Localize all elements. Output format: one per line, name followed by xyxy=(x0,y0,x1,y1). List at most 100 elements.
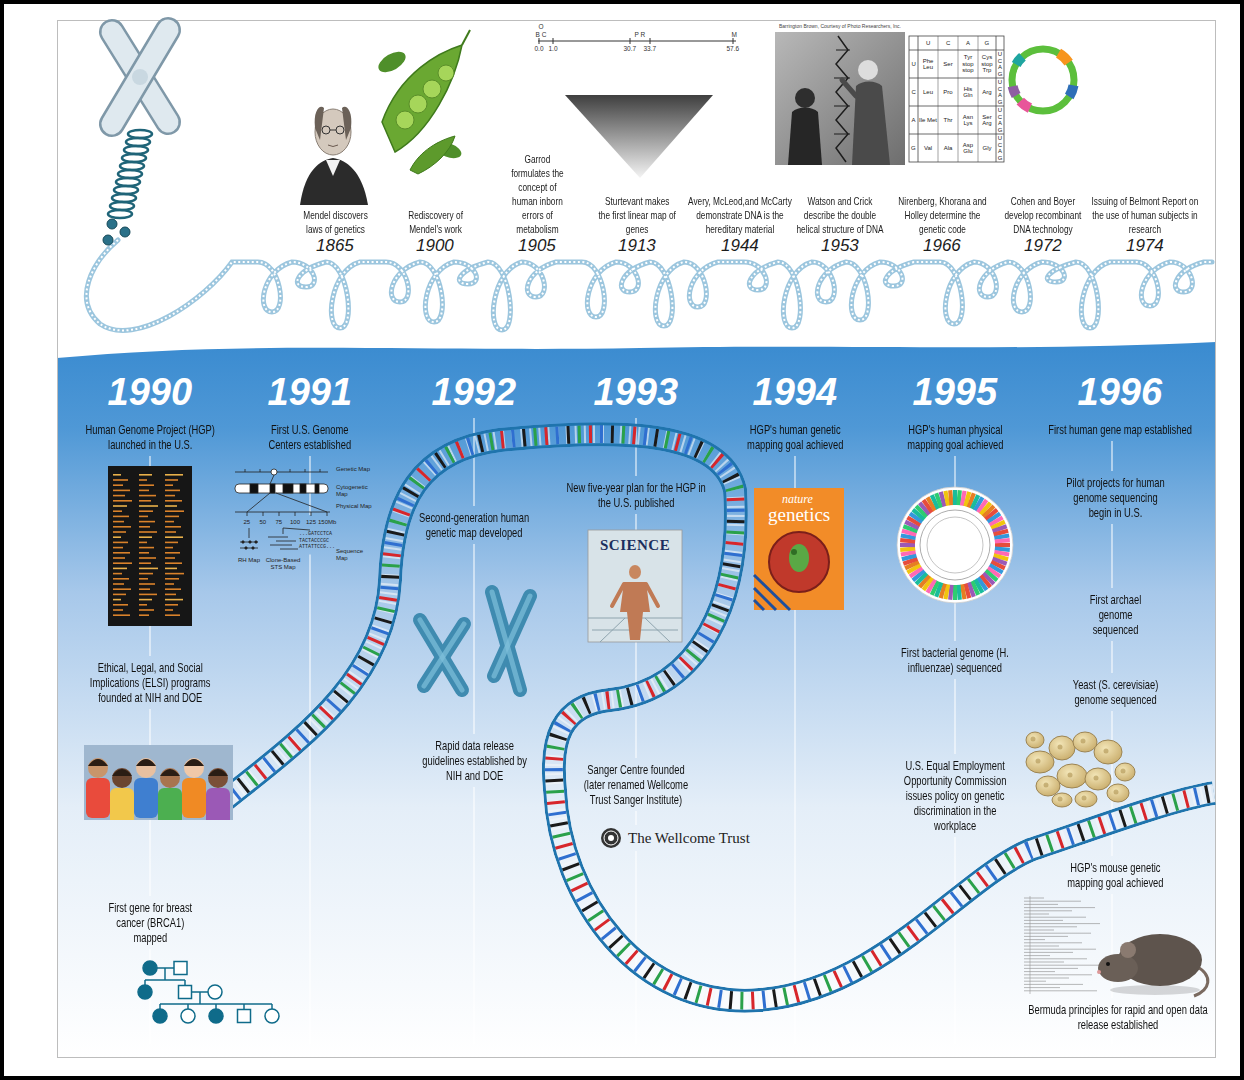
children-photo xyxy=(206,788,230,820)
mouse-picture xyxy=(1030,896,1031,994)
yeast-cells xyxy=(1082,796,1087,801)
mouse-picture xyxy=(1120,942,1136,958)
codon-cell: C xyxy=(946,40,950,47)
milestone-text: First archael genome sequenced xyxy=(1075,592,1155,637)
logo-text: The Wellcome Trust xyxy=(628,829,750,847)
hgp-document xyxy=(139,505,158,507)
genome-map-figure xyxy=(271,469,277,475)
milestone-text: Rapid data release guidelines establishe… xyxy=(416,738,532,783)
genome-map-figure xyxy=(263,512,264,516)
pea-pod xyxy=(409,95,427,113)
event-caption: Sturtevant makes the first linear map of… xyxy=(598,194,676,236)
codon-cell: G xyxy=(911,145,916,152)
hgp-document xyxy=(165,521,174,523)
genome-map-figure xyxy=(255,541,257,543)
bacterial-genome-map xyxy=(897,487,1013,603)
nature-genetics-cover xyxy=(754,488,844,610)
genome-map-figure xyxy=(240,542,258,543)
year-label: 1974 xyxy=(1126,236,1164,256)
pedigree-chart xyxy=(138,961,279,1023)
mendel-portrait xyxy=(315,107,324,140)
pedigree-chart xyxy=(181,1009,195,1023)
column-line xyxy=(954,679,955,754)
mouse-picture xyxy=(1024,933,1091,934)
mouse-picture xyxy=(1024,971,1055,972)
hgp-document xyxy=(108,466,192,626)
genome-map-figure xyxy=(247,512,248,516)
yeast-cells xyxy=(1058,745,1063,750)
children-photo xyxy=(158,788,182,820)
genome-map-figure xyxy=(260,469,261,472)
mouse-picture xyxy=(1024,974,1092,975)
pea-pod xyxy=(438,65,454,81)
yeast-cells xyxy=(1104,749,1109,754)
wellcome-logo xyxy=(601,828,621,848)
genome-map-figure xyxy=(295,512,296,516)
genome-map-figure xyxy=(249,541,251,543)
event-caption: Rediscovery of Mendel's work xyxy=(395,208,475,236)
science-cover xyxy=(620,582,650,640)
watson-crick-photo xyxy=(842,80,856,96)
milestone-text: Human Genome Project (HGP) launched in t… xyxy=(80,422,220,452)
hgp-document xyxy=(113,542,128,544)
codon-table xyxy=(909,106,1004,107)
event-caption: Mendel discovers laws of genetics xyxy=(295,208,375,236)
watson-crick-photo xyxy=(836,36,848,162)
codon-cell: A xyxy=(912,117,916,124)
pedigree-chart xyxy=(184,980,186,985)
mouse-picture xyxy=(1024,917,1086,918)
sequence-text: ...GATCCTCA TACTACCCGC ATTATTCCG... xyxy=(299,531,335,551)
genome-map-figure xyxy=(249,528,250,538)
bacterial-genome-map xyxy=(901,552,916,555)
wellcome-logo xyxy=(604,831,618,845)
codon-cell: Val xyxy=(919,145,937,152)
pedigree-chart xyxy=(238,1010,251,1023)
event-caption: Garrod formulates the concept of human i… xyxy=(505,152,569,236)
milestone-text: New five-year plan for the HGP in the U.… xyxy=(561,480,711,510)
hgp-document xyxy=(113,562,132,564)
codon-cell: Arg xyxy=(978,89,996,96)
event-caption: Avery, McLeod,and McCarty demonstrate DN… xyxy=(681,194,799,236)
milestone-text: Yeast (S. cerevisiae) genome sequenced xyxy=(1070,677,1160,707)
codon-cell: A xyxy=(966,40,970,47)
hgp-document xyxy=(139,568,158,570)
column-line xyxy=(1111,641,1112,673)
hgp-document xyxy=(139,531,157,533)
hgp-document xyxy=(165,516,179,518)
chromosome-picture xyxy=(494,596,530,676)
hgp-document xyxy=(165,505,177,507)
map-label: 125 xyxy=(306,519,316,526)
mouse-picture xyxy=(1106,962,1110,966)
hgp-document xyxy=(165,604,178,606)
children-photo xyxy=(88,759,108,766)
pedigree-chart xyxy=(265,1009,279,1023)
map-label: 33.7 xyxy=(644,45,657,53)
map-label: 25 xyxy=(244,519,251,526)
watson-crick-photo xyxy=(834,106,850,107)
hgp-document xyxy=(139,583,155,585)
mendel-portrait xyxy=(326,160,340,176)
hgp-document xyxy=(113,614,130,616)
codon-cell: U xyxy=(926,40,930,47)
dna-ribbon xyxy=(225,434,1214,1001)
bacterial-genome-map xyxy=(995,548,1010,549)
blue-band xyxy=(57,342,1216,1058)
hgp-document xyxy=(139,542,147,544)
hgp-document xyxy=(165,542,178,544)
codon-cell: Ser Arg xyxy=(978,114,996,127)
mendel-portrait xyxy=(328,145,338,147)
bacterial-genome-map xyxy=(994,535,1009,538)
hgp-document xyxy=(113,516,129,518)
column-line xyxy=(473,418,474,506)
column-line xyxy=(473,544,474,734)
year-label: 1900 xyxy=(416,236,454,256)
genome-map-figure xyxy=(250,484,258,493)
hgp-document xyxy=(113,599,121,601)
mouse-picture xyxy=(1024,901,1081,902)
hgp-document xyxy=(139,526,150,528)
yeast-cells xyxy=(1075,791,1097,807)
hgp-document xyxy=(165,526,181,528)
hgp-document xyxy=(139,474,152,476)
genome-map-figure xyxy=(270,475,274,484)
